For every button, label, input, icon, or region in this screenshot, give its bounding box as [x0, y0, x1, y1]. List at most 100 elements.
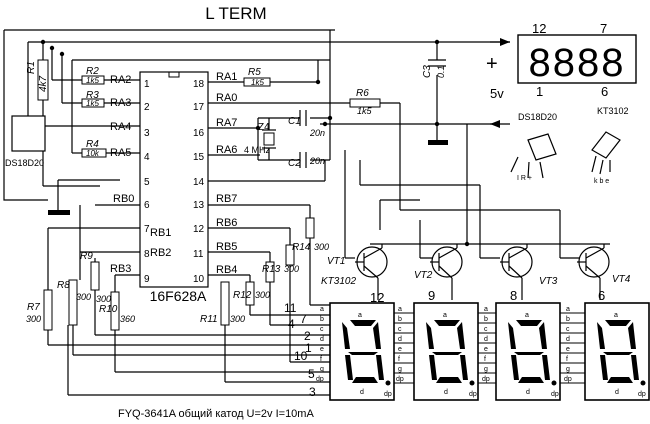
mcu-pin-label: RA3: [110, 97, 131, 109]
seven-segment-digit-3: [495, 302, 561, 401]
seg-pin-number: 5: [308, 367, 315, 381]
mcu-pin-label: RA0: [216, 92, 237, 104]
mcu-pin-label: RA6: [216, 144, 237, 156]
display-module-pin-br: 6: [601, 84, 608, 99]
junction-dots: [40, 39, 470, 247]
resistor-r2-value: 1k5: [86, 76, 99, 85]
segment-letter: b: [398, 316, 402, 323]
mcu-pin-label: RA7: [216, 117, 237, 129]
segment-letter: d: [484, 336, 488, 343]
mcu-pin-number: 13: [193, 200, 205, 211]
segment-letter: a: [484, 306, 488, 313]
segment-letter: c: [398, 326, 402, 333]
segment-letter: d: [615, 389, 619, 396]
resistor-bodies: [37, 59, 381, 331]
segment-letters-digit-3: a b c d e f g dp a d dp: [482, 306, 559, 398]
seg-pin-number: 11: [284, 301, 297, 315]
seg-pin-number: 1: [305, 341, 312, 355]
segment-letter: dp: [469, 391, 477, 398]
mcu-pin-number: 3: [144, 128, 150, 139]
segment-letter: c: [320, 326, 324, 333]
resistor-r9-value: 300: [96, 294, 111, 304]
segment-letters-digit-4: a b c d e f g dp a d dp: [564, 306, 646, 398]
mcu-pin-number: 4: [144, 152, 150, 163]
mcu-left-pins: 1 RA2 2 RA3 3 RA4 4 RA5 5 6 RB0 7 RB1 8 …: [110, 74, 171, 285]
ground-symbols: [48, 140, 448, 215]
capacitor-c3-name: C3: [422, 65, 433, 78]
segment-letter: b: [484, 316, 488, 323]
resistor-r13-name: R13: [262, 264, 281, 275]
segment-letter: a: [443, 312, 447, 319]
resistor-r3-value: 1k5: [86, 99, 99, 108]
resistor-r5-value: 1k5: [251, 78, 264, 87]
transistor-pkg-pins: k b e: [594, 178, 609, 185]
display-module-pin-bl: 1: [536, 84, 543, 99]
resistor-r1-name: R1: [26, 61, 37, 74]
resistor-r8-name: R8: [57, 280, 70, 291]
power-voltage: 5v: [490, 86, 504, 101]
sensor-box: [11, 115, 46, 152]
segment-letters-digit-2: a b c d e f g dp a d dp: [396, 306, 477, 398]
segment-letter: f: [320, 356, 322, 363]
segment-letter: d: [320, 336, 324, 343]
transistor-vt1-symbol: [355, 246, 388, 279]
segment-letter: f: [398, 356, 400, 363]
segment-letter: b: [566, 316, 570, 323]
crystal-symbol: [258, 117, 280, 161]
resistor-r11-value: 300: [230, 314, 245, 324]
segment-letter: e: [566, 346, 570, 353]
seg-pin-number: 3: [309, 385, 316, 399]
schematic-title: L TERM: [205, 4, 266, 23]
resistor-r11-name: R11: [200, 314, 218, 325]
transistor-vt4-symbol: [577, 246, 610, 279]
display-module-digits: 8888: [529, 41, 626, 85]
mcu-pin-number: 9: [144, 274, 150, 285]
resistor-r8-value: 300: [76, 292, 91, 302]
resistor-r2-name: R2: [86, 66, 99, 77]
resistor-r6-value: 1k5: [357, 106, 373, 116]
transistor-vt2-name: VT2: [414, 270, 433, 281]
resistor-r10-value: 360: [120, 314, 135, 324]
transistor-vt3-symbol: [500, 246, 533, 279]
resistor-r7-value: 300: [26, 314, 41, 324]
resistor-r13-value: 300: [284, 264, 299, 274]
mcu-pin-number: 6: [144, 200, 150, 211]
mcu-pin-number: 8: [144, 249, 150, 260]
digit-pin-label: 8: [510, 288, 517, 303]
display-module-pin-tr: 7: [600, 21, 607, 36]
footer-note: FYQ-3641A общий катод U=2v I=10mA: [118, 408, 314, 420]
crystal-name: Z4: [258, 122, 270, 133]
mcu-pin-label: RA1: [216, 71, 237, 83]
mcu-pin-label: RB4: [216, 264, 237, 276]
mcu-name: 16F628A: [150, 288, 207, 304]
sensor-package-icon: [510, 133, 557, 179]
segment-letter: c: [566, 326, 570, 333]
sensor-label: DS18D20: [5, 158, 44, 168]
resistor-r6-name: R6: [356, 88, 369, 99]
segment-letters-digit-1: a b c d e f g dp a d dp: [316, 306, 392, 398]
capacitor-c1-name: C1: [288, 116, 301, 127]
segment-letter: d: [526, 389, 530, 396]
transistor-vt2-symbol: [430, 246, 463, 279]
seven-segment-digit-1: [329, 302, 395, 401]
capacitor-symbols: [299, 110, 307, 168]
resistor-r12-value: 300: [255, 290, 270, 300]
segment-letter: dp: [316, 376, 324, 383]
segment-letter: a: [398, 306, 402, 313]
segment-letter: d: [360, 389, 364, 396]
capacitor-c2-name: C2: [288, 158, 301, 169]
mcu-pin-number: 1: [144, 79, 150, 90]
resistor-r1-value: 4k7: [38, 75, 49, 92]
segment-letter: e: [398, 346, 402, 353]
mcu-pin-number: 12: [193, 224, 205, 235]
segment-letter: e: [484, 346, 488, 353]
segment-letter: a: [320, 306, 324, 313]
seven-segment-digit-4: [584, 302, 650, 401]
segment-letter: d: [566, 336, 570, 343]
mcu-pin-number: 15: [193, 152, 205, 163]
mcu-pin-number: 7: [144, 224, 150, 235]
mcu-pin-number: 18: [193, 79, 205, 90]
mcu-pin-label: RB6: [216, 217, 237, 229]
seg-pin-number: 4: [288, 317, 295, 331]
wiring: [3, 29, 610, 396]
